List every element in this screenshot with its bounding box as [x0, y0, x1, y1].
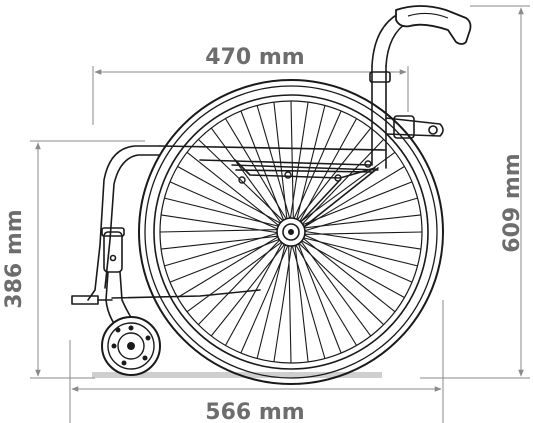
seat-width-label: 470 mm: [205, 45, 304, 70]
rear-wheel: [138, 79, 444, 385]
rear-handrim: [144, 85, 438, 379]
wheel-spoke: [299, 181, 413, 227]
caster-rim: [117, 332, 145, 360]
lower-frame-rail: [111, 289, 261, 299]
wheel-spoke: [301, 233, 413, 283]
wheel-spoke: [210, 241, 287, 337]
footrest: [71, 295, 99, 305]
wheel-spoke: [169, 181, 281, 231]
caster-housing: [103, 231, 123, 273]
seat-sling: [234, 159, 376, 179]
dimension-lines: [30, 5, 530, 423]
seat-sling-strap: [235, 169, 373, 173]
wheel-spoke: [240, 110, 286, 224]
seat-crossbar-bolt-3: [334, 174, 342, 182]
wheelchair-frame: [71, 13, 444, 337]
caster-housing-cap: [101, 227, 125, 237]
wheel-spoke: [186, 151, 282, 228]
caster-wheel: [101, 316, 161, 376]
rear-tire-inner: [153, 94, 429, 370]
wheel-spoke: [169, 237, 283, 283]
seat-crossbar-bolt-2: [284, 171, 292, 179]
front-frame-tube: [87, 145, 161, 301]
seat-rail: [159, 145, 386, 166]
wheel-spoke: [161, 214, 281, 234]
front-frame-tube-inner: [104, 154, 161, 289]
wheel-spoke: [298, 238, 372, 337]
seat-crossbar-rail: [231, 164, 379, 171]
wheel-spoke: [301, 230, 421, 250]
brake-lever-knob: [428, 125, 438, 135]
seat-height-label: 386 mm: [2, 209, 27, 308]
wheel-spoke: [297, 151, 396, 225]
seat-crossbar-bolt-1: [238, 176, 246, 184]
wheel-spoke: [273, 102, 288, 222]
caster-axle: [127, 342, 135, 350]
wheel-spoke: [210, 127, 284, 226]
wheel-spoke: [273, 242, 293, 362]
caster-holes: [111, 325, 151, 366]
push-handle-grip: [395, 5, 472, 45]
caster-tire-inner: [107, 322, 155, 370]
seat-crossbar-bolt-4: [364, 160, 372, 168]
wheel-spoke: [300, 236, 396, 313]
wheel-spoke: [240, 242, 290, 354]
brake-lever: [385, 117, 444, 137]
wheel-spoke: [292, 110, 342, 222]
rear-axle: [288, 229, 294, 235]
wheel-spoke: [295, 127, 372, 223]
total-length-label: 566 mm: [205, 400, 304, 423]
push-handle-grip-detail: [407, 12, 449, 19]
caster-housing-bolt: [109, 254, 117, 262]
wheel-spoke: [301, 214, 421, 229]
backrest-clamp: [369, 71, 391, 83]
wheel-spoke: [161, 235, 281, 250]
seat-crossbar: [231, 160, 379, 184]
brake-mount: [393, 115, 415, 139]
total-height-label: 609 mm: [500, 153, 525, 252]
wheel-spoke: [186, 239, 285, 313]
rear-wheel-spokes: [159, 100, 423, 364]
wheel-spoke: [289, 102, 309, 222]
wheel-spoke: [294, 242, 309, 362]
rear-tire-outer: [138, 79, 444, 385]
wheel-spoke: [296, 240, 342, 354]
